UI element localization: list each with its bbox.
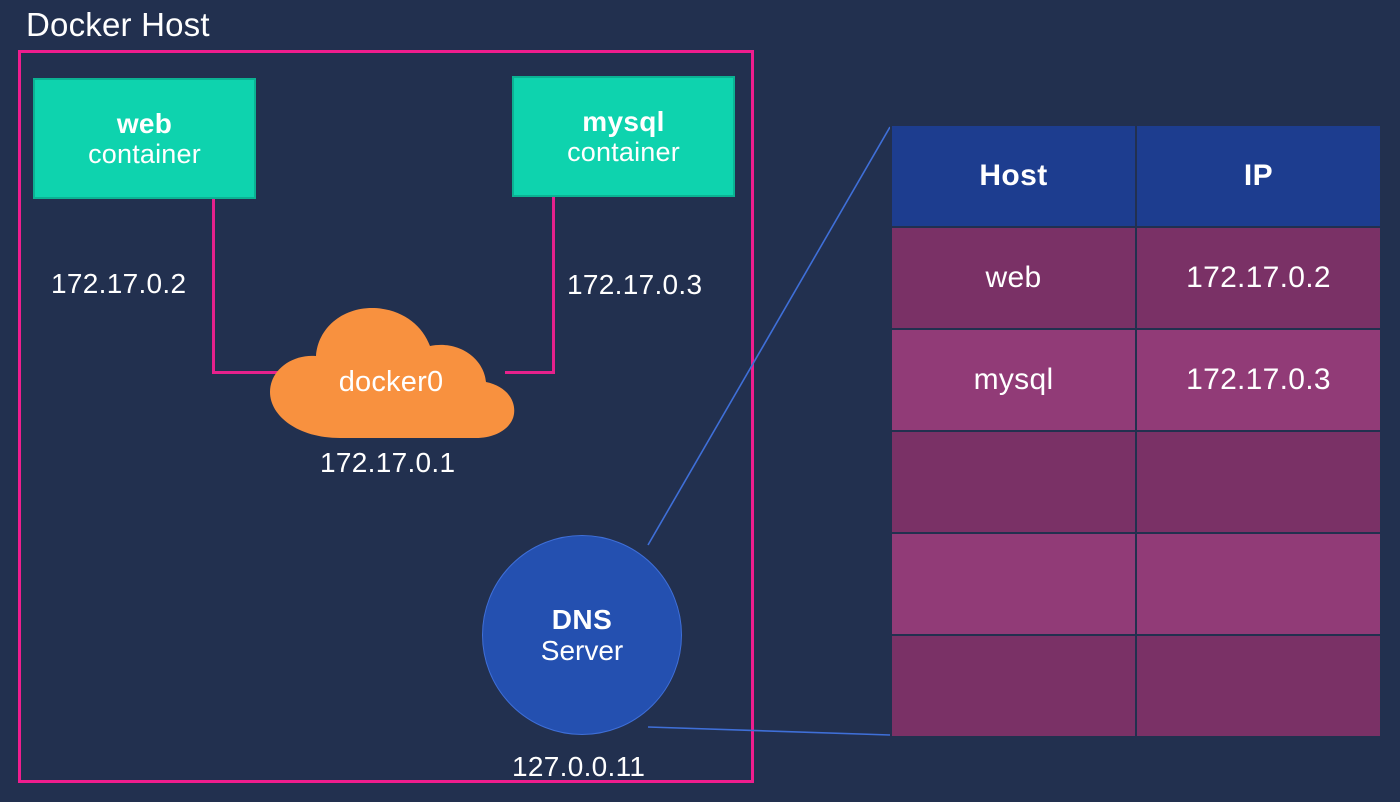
docker0-bridge-cloud[interactable]: docker0 [262,296,520,441]
web-container-name: web [116,107,173,139]
table-row [890,430,1382,534]
docker-host-title: Docker Host [26,6,210,43]
dns-lookup-table: Host IP web 172.17.0.2 mysql 172.17.0.3 [890,124,1382,738]
mysql-ip-label: 172.17.0.3 [567,269,703,300]
docker0-label: docker0 [338,366,444,398]
table-row: mysql 172.17.0.3 [890,328,1382,432]
mysql-container-type: container [567,137,680,168]
mysql-to-bridge-connector-horizontal [505,371,555,374]
web-to-bridge-connector-horizontal [212,371,280,374]
cell-host [890,634,1137,738]
cell-ip: 172.17.0.3 [1135,328,1382,432]
cloud-icon [270,308,515,438]
cell-ip [1135,430,1382,534]
web-container-type: container [88,139,201,170]
mysql-container-box[interactable]: mysql container [512,76,735,197]
table-row [890,634,1382,738]
dns-server-name: DNS [551,603,613,635]
cell-host: web [890,226,1137,330]
cell-host [890,532,1137,636]
mysql-to-bridge-connector-vertical [552,197,555,374]
table-row: web 172.17.0.2 [890,226,1382,330]
web-container-box[interactable]: web container [33,78,256,199]
cell-host [890,430,1137,534]
dns-server-node[interactable]: DNS Server [482,535,682,735]
cell-ip: 172.17.0.2 [1135,226,1382,330]
cell-host: mysql [890,328,1137,432]
column-header-host: Host [890,124,1137,228]
column-header-ip: IP [1135,124,1382,228]
cell-ip [1135,532,1382,636]
mysql-container-name: mysql [582,105,665,137]
dns-ip-label: 127.0.0.11 [512,751,646,782]
web-to-bridge-connector-vertical [212,199,215,374]
table-header-row: Host IP [890,124,1382,228]
docker0-ip-label: 172.17.0.1 [320,447,456,478]
dns-server-role: Server [540,635,624,666]
web-ip-label: 172.17.0.2 [51,268,187,299]
cell-ip [1135,634,1382,738]
table-row [890,532,1382,636]
